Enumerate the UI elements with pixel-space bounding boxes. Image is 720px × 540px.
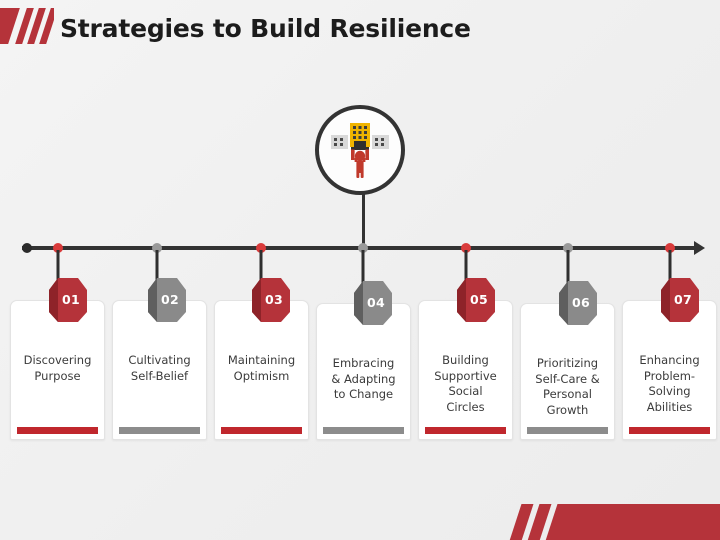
strategy-card-label-6: Prioritizing Self-Care & Personal Growth [535,356,600,417]
strategy-card-accent-bar-6 [527,427,608,434]
timeline-connector-7 [668,250,672,288]
card-number-ribbon-3: 03 [248,278,294,334]
strategy-card-1[interactable]: Discovering Purpose [10,300,105,440]
hero-circle [315,105,405,195]
strategy-card-4[interactable]: Embracing & Adapting to Change [316,303,411,440]
card-number-ribbon-5: 05 [453,278,499,334]
card-number-ribbon-6: 06 [555,281,601,337]
timeline-connector-5 [464,250,468,288]
strategy-card-accent-bar-5 [425,427,506,434]
card-number-3: 03 [265,292,283,307]
strategy-card-accent-bar-2 [119,427,200,434]
strategy-card-6[interactable]: Prioritizing Self-Care & Personal Growth [520,303,615,440]
timeline-node-dot-6[interactable] [563,243,573,253]
timeline-node-dot-2[interactable] [152,243,162,253]
strategy-card-label-1: Discovering Purpose [23,353,92,383]
card-number-ribbon-7: 07 [657,278,703,334]
card-number-4: 04 [367,295,385,310]
card-number-ribbon-2: 02 [144,278,190,334]
timeline-connector-2 [155,250,159,288]
strategy-card-accent-bar-7 [629,427,710,434]
timeline-arrow-icon [694,241,705,255]
strategy-card-accent-bar-1 [17,427,98,434]
timeline-node-dot-7[interactable] [665,243,675,253]
card-number-ribbon-1: 01 [45,278,91,334]
card-number-1: 01 [62,292,80,307]
timeline-start-dot [22,243,32,253]
hero-stem [362,193,365,249]
person-lifting-buildings-icon [329,121,391,179]
page-title: Strategies to Build Resilience [60,14,471,43]
strategy-card-5[interactable]: Building Supportive Social Circles [418,300,513,440]
card-number-5: 05 [470,292,488,307]
card-number-ribbon-4: 04 [350,281,396,337]
card-number-7: 07 [674,292,692,307]
strategy-card-2[interactable]: Cultivating Self-Belief [112,300,207,440]
slanted-bars-logo-icon [0,8,54,44]
strategy-card-7[interactable]: Enhancing Problem- Solving Abilities [622,300,717,440]
timeline-connector-3 [259,250,263,288]
strategy-card-label-4: Embracing & Adapting to Change [331,356,396,401]
timeline-connector-6 [566,250,570,288]
card-number-2: 02 [161,292,179,307]
timeline-node-dot-5[interactable] [461,243,471,253]
strategy-card-label-2: Cultivating Self-Belief [128,353,191,383]
timeline-node-dot-1[interactable] [53,243,63,253]
timeline-connector-4 [361,250,365,288]
corner-bar [542,504,720,540]
card-number-6: 06 [572,295,590,310]
timeline-node-dot-4[interactable] [358,243,368,253]
slanted-bars-corner-icon [490,494,720,540]
strategy-card-accent-bar-3 [221,427,302,434]
strategy-card-3[interactable]: Maintaining Optimism [214,300,309,440]
strategy-card-accent-bar-4 [323,427,404,434]
strategy-card-label-5: Building Supportive Social Circles [434,353,497,414]
timeline-node-dot-3[interactable] [256,243,266,253]
timeline-connector-1 [56,250,60,288]
strategy-card-label-7: Enhancing Problem- Solving Abilities [639,353,700,414]
strategy-card-label-3: Maintaining Optimism [227,353,296,383]
